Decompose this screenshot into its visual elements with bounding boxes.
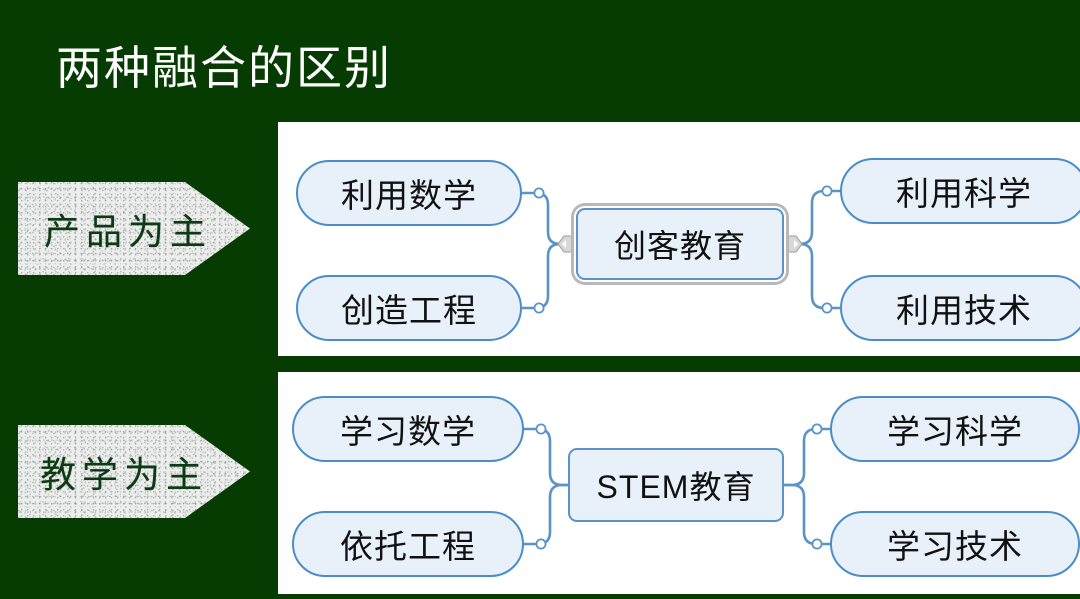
section-arrow-product: 产品为主 [18, 182, 250, 275]
mindmap-node-bottom-right-1[interactable]: 学习科学 [830, 396, 1080, 462]
mindmap-node-top-left-2[interactable]: 创造工程 [296, 275, 522, 341]
page-title: 两种融合的区别 [56, 42, 392, 94]
section-arrow-label: 教学为主 [40, 454, 209, 495]
section-arrow-teaching: 教学为主 [18, 425, 250, 518]
mindmap-node-bottom-left-1[interactable]: 学习数学 [292, 396, 524, 462]
mindmap-node-top-right-1[interactable]: 利用科学 [840, 158, 1080, 224]
mindmap-node-bottom-right-2[interactable]: 学习技术 [830, 511, 1080, 577]
mindmap-node-top-left-1[interactable]: 利用数学 [296, 160, 522, 226]
mindmap-node-bottom-center[interactable]: STEM教育 [568, 448, 784, 522]
section-arrow-label: 产品为主 [44, 211, 213, 252]
mindmap-node-bottom-left-2[interactable]: 依托工程 [292, 511, 524, 577]
mindmap-node-top-center[interactable]: 创客教育 [576, 208, 784, 280]
mindmap-node-top-right-2[interactable]: 利用技术 [840, 275, 1080, 341]
